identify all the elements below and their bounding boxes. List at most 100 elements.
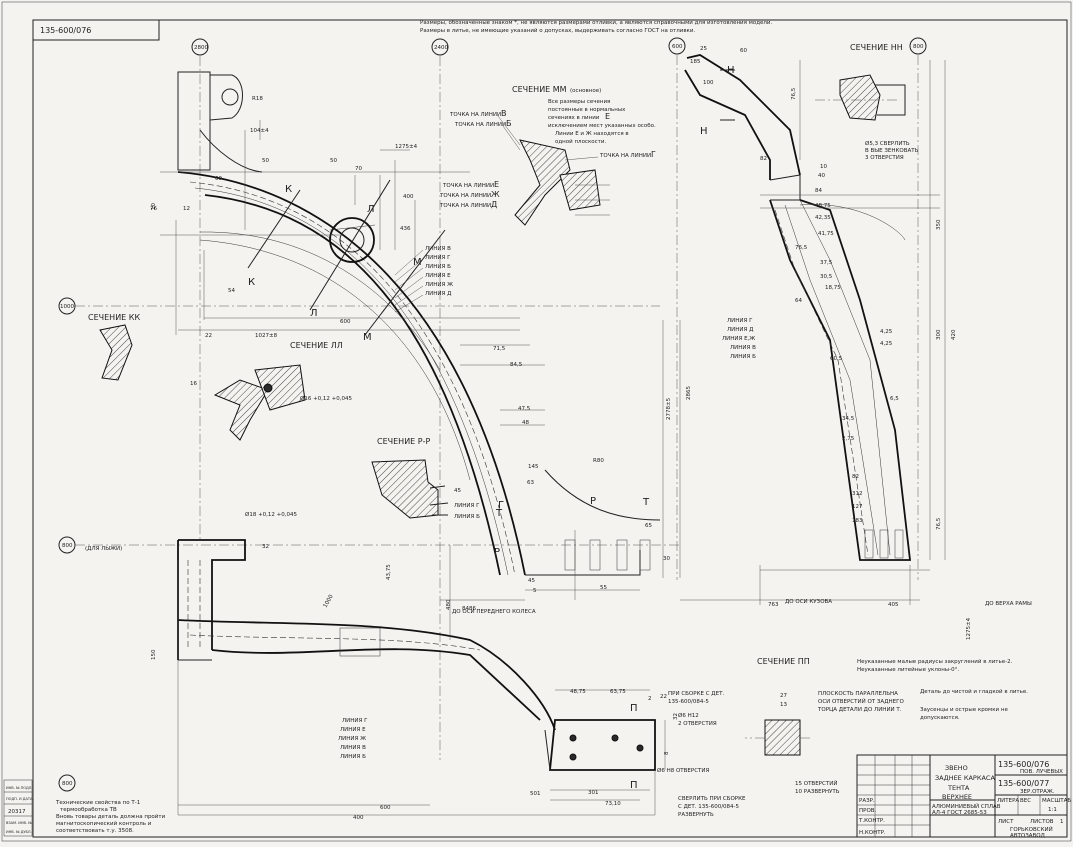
letter-t1: Т — [642, 497, 650, 508]
bottom-dim-2: 2 — [648, 696, 652, 702]
pp-line-g: ЛИНИЯ Г — [454, 503, 480, 509]
side-line-labels: ЛИНИЯ Г ЛИНИЯ Д ЛИНИЯ Е,Ж ЛИНИЯ В ЛИНИЯ … — [722, 318, 756, 360]
stamp-4: ВЗАМ. ИНВ. № — [6, 821, 32, 825]
side-dim-100: 100 — [703, 80, 714, 86]
side-dim-425: 4,25 — [880, 329, 893, 335]
section-nn: СЕЧЕНИЕ НН Ø5,3 СВЕРЛИТЬ В ВЫЕ ЗЕНКОВАТЬ… — [815, 43, 919, 161]
side-dim-275: 2,75 — [842, 436, 855, 442]
line-label-4: ЛИНИЯ Е — [425, 273, 451, 279]
stamp-1: ИНВ. № ПОДЛ. — [6, 786, 33, 790]
left-note-3: Вновь товары деталь должна пройти — [56, 813, 166, 820]
left-note-4: магнитоскопический контроль и — [56, 820, 152, 827]
tb-sheets-label: ЛИСТОВ — [1030, 819, 1054, 825]
line-label-1: ЛИНИЯ В — [425, 246, 451, 252]
bottom-line-1: ЛИНИЯ Г — [342, 718, 368, 724]
dim-30: 30 — [663, 556, 670, 562]
side-dim-763: 763 — [768, 602, 779, 608]
ppp-holes-2: 10 РАЗВЕРНУТЬ — [795, 789, 840, 795]
line-label-2: ЛИНИЯ Г — [425, 255, 451, 261]
right-note-4: Заусенцы и острые кромки не — [920, 707, 1008, 713]
dim-55: 55 — [600, 585, 607, 591]
section-kk: СЕЧЕНИЕ КК — [88, 313, 140, 381]
dim-ll-hole: Ø16 +0,12 +0,045 — [300, 395, 353, 402]
letter-m2: М — [363, 332, 372, 343]
bottom-dim-8: 8 — [664, 751, 670, 755]
side-dim-65r: 6,5 — [890, 396, 899, 402]
dim-10: 10 — [151, 203, 157, 210]
side-dim-4175: 41,75 — [818, 231, 834, 237]
material-2: АЛ-4 ГОСТ 2685-53 — [932, 810, 987, 816]
side-dim-64: 64 — [795, 298, 802, 304]
bottom-view — [177, 539, 666, 816]
tb-row-5: Н.КОНТР. — [859, 830, 886, 836]
bottom-line-2: ЛИНИЯ Е — [340, 727, 366, 733]
point-v-letter: В — [501, 109, 507, 118]
hub-axis-label: ДО ОСИ КУЗОВА — [785, 599, 832, 605]
right-note-2: Неуказанные литейные уклоны-0°. — [857, 666, 959, 673]
tb-row-3: Т.КОНТР. — [858, 818, 885, 824]
point-e-label: ТОЧКА НА ЛИНИИ — [442, 183, 494, 189]
letter-k1: К — [285, 184, 292, 195]
dim-5: 5 — [533, 588, 537, 594]
dim-65: 65 — [645, 523, 652, 529]
section-ll: СЕЧЕНИЕ ЛЛ Ø16 +0,12 +0,045 16 — [190, 341, 353, 441]
letter-h2: Н — [700, 126, 708, 137]
section-pp-title: СЕЧЕНИЕ Р-Р — [377, 437, 430, 446]
dim-16: 16 — [190, 381, 197, 387]
bottom-dim-480: 480 — [446, 599, 452, 610]
main-arc-view — [160, 71, 681, 601]
part-name-4: ВЕРХНЕЕ — [942, 793, 972, 801]
section-kk-title: СЕЧЕНИЕ КК — [88, 313, 140, 322]
letter-m1: М — [413, 257, 422, 268]
drawing-number-rotated: 135-600/076 — [40, 26, 91, 35]
holes-note-b2: Ø6 Н12 — [678, 712, 699, 719]
dim-600: 600 — [340, 319, 351, 325]
marker-2400: 2400 — [434, 45, 448, 51]
bottom-holes-label: Ø6 Н8 ОТВЕРСТИЯ — [657, 767, 710, 774]
letter-t2: Т — [495, 508, 503, 519]
side-dim-765c: 76,5 — [936, 517, 942, 530]
side-dim-305: 30,5 — [820, 274, 833, 280]
bottom-dim-32: 32 — [262, 544, 269, 550]
bottom-line-5: ЛИНИЯ Б — [340, 754, 366, 760]
bottom-line-4: ЛИНИЯ В — [340, 745, 366, 751]
dim-104: 104±4 — [250, 128, 269, 134]
side-line-5: ЛИНИЯ Б — [730, 354, 756, 360]
ppp-holes-1: 15 ОТВЕРСТИЙ — [795, 780, 837, 787]
marker-600: 600 — [672, 44, 683, 50]
ppp-dim-13: 13 — [780, 702, 787, 708]
side-dim-127: 127 — [852, 504, 863, 510]
bottom-dim-4875: 48,75 — [570, 689, 586, 695]
letter-p2: П — [630, 780, 638, 791]
dim-400: 400 — [403, 194, 414, 200]
dim-436: 436 — [400, 226, 411, 232]
cut-letters: К К Л Л М М Р Р Т Т — [248, 184, 650, 558]
dim-r18: R18 — [252, 96, 263, 102]
side-dim-185: 185 — [690, 59, 701, 65]
letter-k2: К — [248, 277, 255, 288]
point-g-label: ТОЧКА НА ЛИНИИ — [599, 153, 651, 159]
dim-715: 71,5 — [493, 346, 506, 352]
left-note-5: соответствовать т.у. 3508. — [56, 828, 134, 834]
right-note-5: допускаются. — [920, 715, 960, 721]
bottom-dim-1000: 1000 — [323, 593, 335, 609]
bottom-line-3: ЛИНИЯ Ж — [338, 736, 366, 742]
point-zh-label: ТОЧКА НА ЛИНИИ — [439, 193, 491, 199]
pp-letter-g: Г — [498, 500, 504, 511]
mm-letter-e: Е — [605, 112, 610, 121]
tb-scale-label: МАСШТАБ — [1042, 798, 1071, 804]
side-line-1: ЛИНИЯ Г — [727, 318, 753, 324]
bottom-view-dimensions: (ДЛЯ ЛЫЖИ) Ø18 +0,12 +0,045 32 150 43,75… — [85, 511, 710, 821]
dim-r80: R80 — [593, 458, 604, 464]
mm-note-6: одной плоскости. — [555, 138, 606, 145]
bottom-dim-401: 400 — [353, 815, 364, 821]
right-note-3: Деталь до чистой и гладкой в литье. — [920, 688, 1028, 695]
letter-r2: Р — [494, 547, 500, 558]
dim-845: 84,5 — [510, 362, 523, 368]
side-dim-25: 25 — [700, 46, 707, 52]
title-block: РАЗР. ПРОВ. Т.КОНТР. Н.КОНТР. ЗВЕНО ЗАДН… — [856, 754, 1071, 839]
org-2: АВТОЗАВОД — [1010, 833, 1046, 839]
part-number-2: 135-600/077 — [998, 779, 1049, 788]
